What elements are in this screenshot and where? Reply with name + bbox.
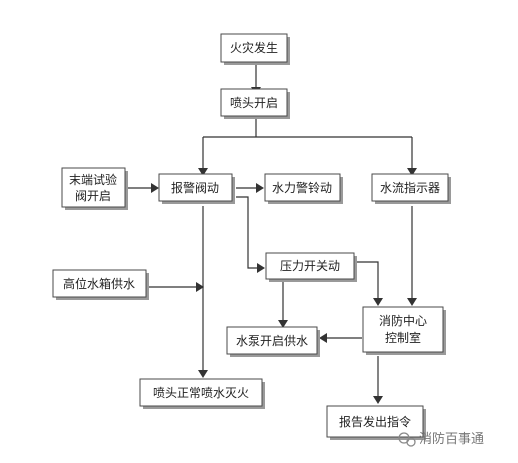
arrowhead [407, 298, 417, 306]
edge-alarm-valve-to-pressure-switch [236, 196, 258, 269]
node-label-line2: 阀开启 [75, 189, 111, 203]
arrowhead [257, 263, 265, 273]
arrowhead [373, 396, 383, 404]
node-pump-start: 水泵开启供水 [226, 326, 320, 357]
node-label: 喷头开启 [230, 96, 278, 110]
arrowhead [196, 282, 204, 292]
watermark-text: 消防百事通 [419, 431, 484, 447]
node-spray-extinguish: 喷头正常喷水灭火 [139, 378, 265, 409]
arrowhead [151, 183, 159, 193]
node-label: 高位水箱供水 [63, 276, 135, 291]
node-label: 水流指示器 [380, 180, 440, 195]
node-fire-occurs: 火灾发生 [220, 33, 290, 65]
arrowhead [256, 183, 264, 193]
arrowhead [278, 320, 288, 328]
node-sprinkler-open: 喷头开启 [220, 88, 290, 119]
watermark: 消防百事通 [398, 431, 484, 447]
node-flow-indicator: 水流指示器 [371, 173, 451, 204]
node-label-line1: 消防中心 [379, 313, 427, 328]
node-label: 水力警铃动 [272, 180, 332, 195]
node-alarm-valve: 报警阀动 [158, 173, 235, 204]
node-label: 喷头正常喷水灭火 [153, 386, 249, 400]
node-report: 报告发出指令 [326, 405, 426, 440]
node-label: 报警阀动 [171, 180, 219, 195]
connectors [126, 64, 413, 397]
edge-pressure-to-control [357, 261, 379, 299]
node-label: 报告发出指令 [339, 414, 411, 429]
arrowhead [198, 168, 208, 176]
arrowhead [407, 168, 417, 176]
node-high-tank: 高位水箱供水 [52, 269, 149, 300]
arrowheads [151, 87, 417, 404]
node-label-line1: 末端试验 [69, 172, 117, 187]
node-control-center: 消防中心 控制室 [362, 306, 446, 355]
arrowhead [198, 370, 208, 378]
node-water-gong: 水力警铃动 [264, 173, 343, 204]
arrowhead [373, 298, 383, 306]
node-end-test-valve: 末端试验 阀开启 [61, 167, 128, 210]
node-label-line2: 控制室 [385, 330, 421, 345]
wechat-icon [398, 432, 416, 447]
node-label: 水泵开启供水 [236, 334, 308, 348]
node-label: 火灾发生 [230, 40, 278, 55]
node-pressure-switch: 压力开关动 [265, 252, 357, 282]
arrowhead [319, 333, 327, 343]
node-label: 压力开关动 [280, 259, 340, 273]
